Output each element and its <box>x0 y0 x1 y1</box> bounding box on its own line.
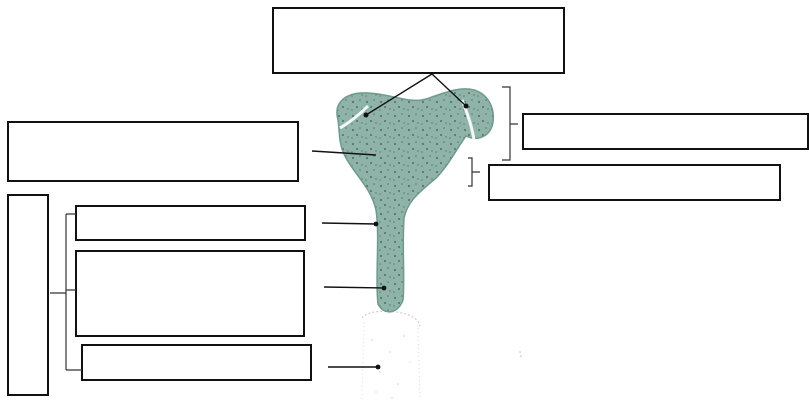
bracket-right-lower <box>468 158 480 186</box>
label-box-right-upper[interactable] <box>523 114 808 149</box>
label-box-top[interactable] <box>273 8 564 73</box>
leader-line-shaft-1 <box>322 223 376 224</box>
leader-dot <box>382 286 387 291</box>
label-box-shaft-3[interactable] <box>82 345 311 380</box>
leader-dot <box>376 365 381 370</box>
label-box-right-lower[interactable] <box>489 165 780 200</box>
faint-lower-region <box>362 311 522 400</box>
label-box-left-tall[interactable] <box>8 195 48 395</box>
leader-dot <box>374 222 379 227</box>
leader-line-shaft-2 <box>324 287 384 288</box>
label-box-shaft-1[interactable] <box>76 206 305 240</box>
bone-illustration <box>337 89 493 312</box>
leader-dot <box>364 113 369 118</box>
label-box-shaft-2[interactable] <box>76 251 304 336</box>
label-box-left-upper[interactable] <box>8 122 298 181</box>
leader-dot <box>464 104 469 109</box>
bracket-right-upper <box>502 87 518 160</box>
